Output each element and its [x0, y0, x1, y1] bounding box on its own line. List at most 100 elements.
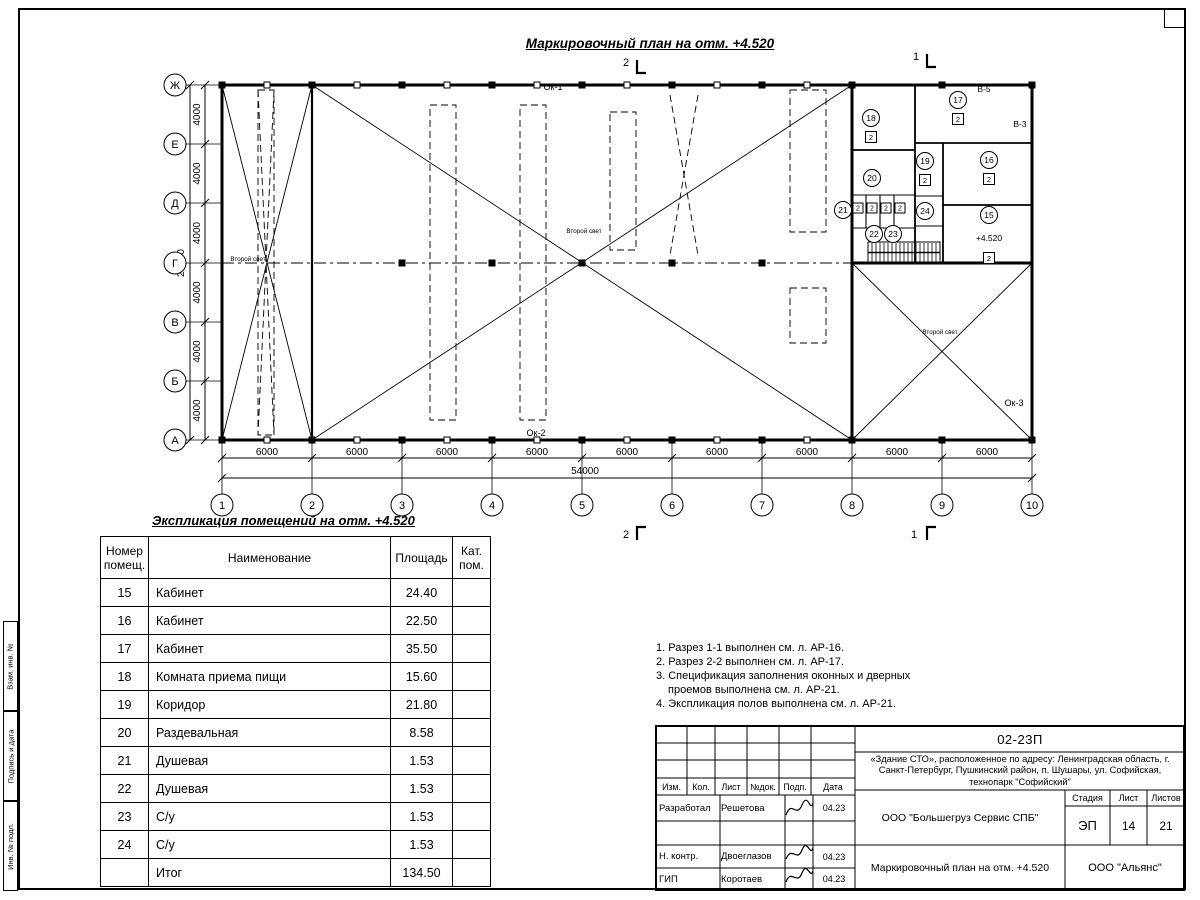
svg-text:6000: 6000 [526, 447, 549, 458]
name-developer: Решетова [721, 802, 765, 814]
elevation-mark: +4.520 [976, 233, 1003, 243]
room-number: 20 [100, 718, 149, 747]
sheets-value: 21 [1159, 818, 1173, 833]
svg-text:4000: 4000 [192, 221, 203, 244]
note-1: 1. Разрез 1-1 выполнен см. л. АР-16. [656, 642, 844, 654]
svg-text:5: 5 [579, 500, 585, 512]
room-name: С/у [148, 830, 391, 859]
section-2-label: 2 [623, 529, 629, 541]
stairs-hatch [871, 243, 937, 262]
section-marks [635, 54, 936, 540]
svg-text:8: 8 [849, 500, 855, 512]
room-number: 16 [100, 606, 149, 635]
svg-text:17: 17 [953, 95, 963, 105]
room-cat [452, 718, 491, 747]
svg-text:21: 21 [838, 205, 848, 215]
svg-text:2: 2 [309, 500, 315, 512]
svg-text:7: 7 [759, 500, 765, 512]
window-label-top: Ок-1 [544, 82, 563, 92]
title-block-grid [655, 725, 1185, 891]
svg-text:16: 16 [984, 155, 994, 165]
room-cat [452, 746, 491, 775]
col-header-name: Наименование [148, 536, 391, 579]
side-stamp-label: Подпись и дата [6, 729, 16, 783]
room-number: 21 [100, 746, 149, 775]
room-area: 22.50 [390, 606, 453, 635]
floor-plan: Ок-1 Ок-2 Ок-3 В-5 В-3 +4.520 Второй све… [163, 51, 1044, 541]
note-4: 4. Экспликация полов выполнена см. л. АР… [656, 697, 896, 710]
room-area: 35.50 [390, 634, 453, 663]
signature [785, 799, 814, 816]
window-label-bottom: Ок-2 [527, 428, 546, 438]
svg-text:2: 2 [987, 175, 991, 184]
col-izm: Изм. [662, 781, 681, 792]
room-name: Душевая [148, 746, 391, 775]
svg-text:4000: 4000 [192, 399, 203, 422]
svg-text:6000: 6000 [346, 447, 369, 458]
room-name: Душевая [148, 774, 391, 803]
side-stamp-podpis: Подпись и дата [3, 711, 18, 801]
col-header-cat: Кат. пом. [452, 536, 491, 579]
room-number: 23 [100, 802, 149, 831]
svg-text:4000: 4000 [192, 340, 203, 363]
room-name: С/у [148, 802, 391, 831]
svg-text:6000: 6000 [706, 447, 729, 458]
table-header-row: Номер помещ. Наименование Площадь Кат. п… [100, 536, 491, 579]
signature [785, 867, 814, 883]
room-name: Кабинет [148, 634, 391, 663]
role-developer: Разработал [659, 802, 711, 814]
svg-text:2: 2 [870, 206, 874, 213]
svg-text:2: 2 [987, 254, 991, 263]
section-1-label: 1 [911, 529, 917, 541]
vent-label-b3: В-3 [1013, 119, 1027, 129]
sheet-frame [18, 8, 1186, 890]
svg-text:20: 20 [867, 173, 877, 183]
room-name: Раздевальная [148, 718, 391, 747]
room-number: 17 [100, 634, 149, 663]
room-number [100, 858, 149, 887]
sheets-label: Листов [1151, 793, 1181, 803]
sheet-value: 14 [1121, 818, 1136, 833]
room-area: 1.53 [390, 802, 453, 831]
room-cat [452, 774, 491, 803]
svg-text:6000: 6000 [886, 447, 909, 458]
room-number: 15 [100, 578, 149, 607]
room-name: Кабинет [148, 578, 391, 607]
section-1-label: 1 [913, 51, 919, 63]
svg-text:Д: Д [171, 198, 179, 210]
vent-label-b5: В-5 [977, 84, 991, 94]
sheet-label: Лист [1118, 793, 1139, 803]
col-kol: Кол. [692, 781, 710, 792]
role-gip: ГИП [659, 873, 678, 885]
corner-box [1164, 8, 1186, 28]
note-2: 2. Разрез 2-2 выполнен см. л. АР-17. [656, 656, 844, 669]
svg-text:Г: Г [172, 258, 178, 270]
room-cat [452, 662, 491, 691]
col-list: Лист [721, 781, 741, 792]
signature [785, 844, 814, 860]
drawing-name: Маркировочный план на отм. +4.520 [870, 862, 1050, 874]
stage-label: Стадия [1072, 793, 1103, 803]
svg-text:2: 2 [884, 206, 888, 213]
columns [218, 81, 1036, 444]
svg-text:2: 2 [856, 206, 860, 213]
room-area: 1.53 [390, 830, 453, 859]
partition-walls [852, 85, 1032, 263]
svg-text:22: 22 [869, 229, 879, 239]
room-number: 24 [100, 830, 149, 859]
section-2-label: 2 [623, 57, 629, 69]
room-cat [452, 802, 491, 831]
side-stamp-label: Инв. № подл. [6, 822, 15, 870]
svg-text:2: 2 [869, 133, 873, 142]
second-light-label: Второй свет [566, 227, 601, 235]
svg-text:4000: 4000 [192, 103, 203, 126]
svg-text:Е: Е [171, 139, 178, 151]
